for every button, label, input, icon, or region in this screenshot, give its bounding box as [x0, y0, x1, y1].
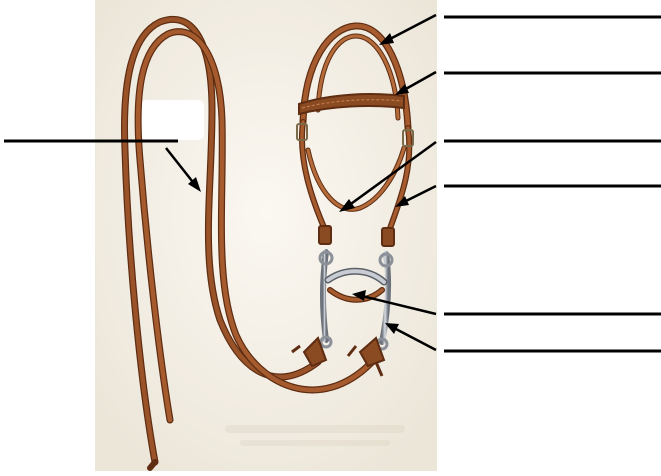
label-cover-patch	[140, 100, 204, 140]
